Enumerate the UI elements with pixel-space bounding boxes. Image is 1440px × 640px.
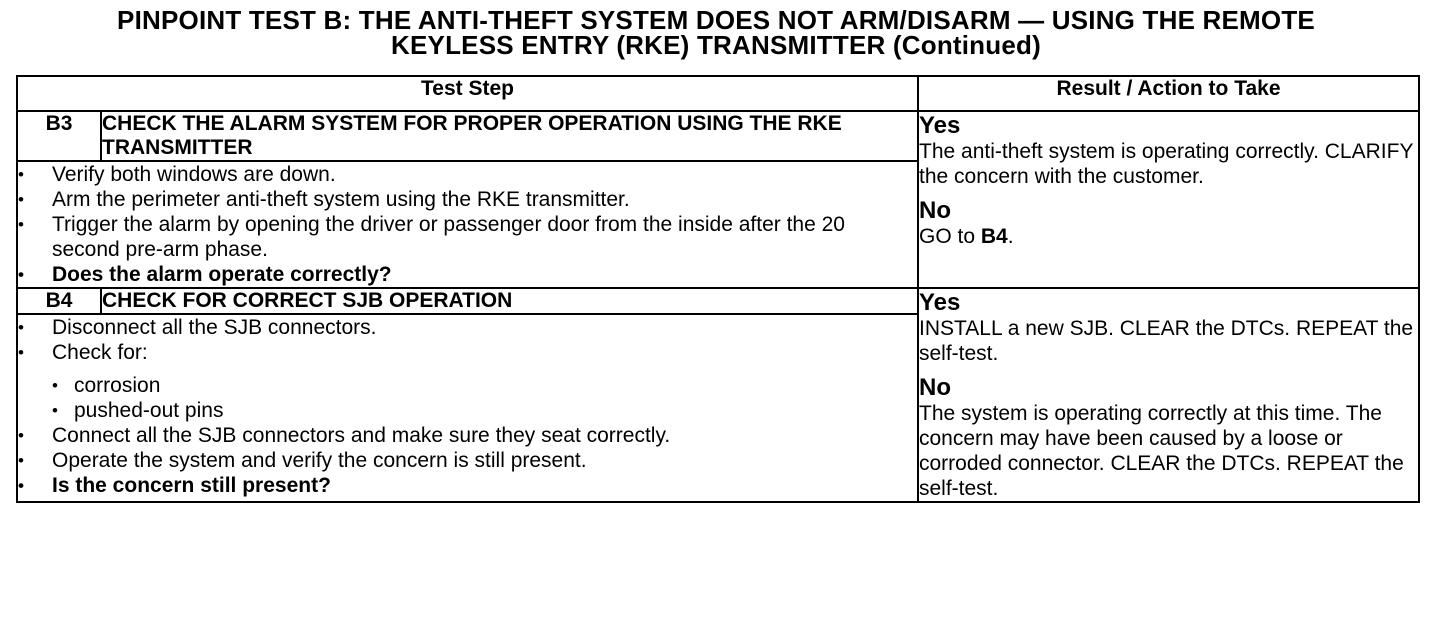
- list-item: corrosion: [52, 373, 917, 398]
- page-title-line-1: PINPOINT TEST B: THE ANTI-THEFT SYSTEM D…: [117, 5, 1315, 35]
- result-b4-no-label: No: [919, 374, 951, 401]
- list-item: Disconnect all the SJB connectors.: [18, 315, 917, 340]
- table-row: B4 CHECK FOR CORRECT SJB OPERATION Yes I…: [16, 286, 1420, 503]
- header-test-step: Test Step: [16, 75, 919, 112]
- result-b4-yes-text: INSTALL a new SJB. CLEAR the DTCs. REPEA…: [919, 317, 1414, 365]
- step-body-b4: Disconnect all the SJB connectors. Check…: [16, 313, 919, 503]
- step-title-b4: CHECK FOR CORRECT SJB OPERATION: [100, 286, 919, 316]
- table-header-row: Test Step Result / Action to Take: [16, 75, 1420, 112]
- list-item: Operate the system and verify the concer…: [18, 448, 917, 473]
- list-item: Arm the perimeter anti-theft system usin…: [18, 187, 917, 212]
- list-item: Connect all the SJB connectors and make …: [18, 423, 917, 448]
- result-b3-no-text: GO to B4.: [919, 224, 1418, 249]
- step-list-b3: Verify both windows are down. Arm the pe…: [18, 162, 917, 287]
- list-item: Verify both windows are down.: [18, 162, 917, 187]
- step-id-b4: B4: [16, 286, 102, 316]
- result-b3-no-ref: B4: [980, 225, 1008, 248]
- result-b3-no-label: No: [919, 197, 951, 224]
- result-b4: Yes INSTALL a new SJB. CLEAR the DTCs. R…: [917, 287, 1420, 503]
- step-body-b3: Verify both windows are down. Arm the pe…: [16, 160, 919, 289]
- list-item-check-for: Check for: corrosion pushed-out pins: [18, 340, 917, 423]
- result-b3-yes-label: Yes: [919, 112, 961, 139]
- page-title: PINPOINT TEST B: THE ANTI-THEFT SYSTEM D…: [0, 5, 1432, 60]
- result-b3: Yes The anti-theft system is operating c…: [917, 110, 1420, 289]
- table-row: Verify both windows are down. Arm the pe…: [16, 160, 1419, 289]
- result-b4-no-text: The system is operating correctly at thi…: [919, 402, 1404, 500]
- result-b3-no-suffix: .: [1007, 225, 1014, 248]
- result-b3-yes-text: The anti-theft system is operating corre…: [919, 140, 1414, 188]
- pinpoint-test-table: Test Step Result / Action to Take B3 CHE…: [16, 75, 1420, 503]
- list-item-question: Does the alarm operate correctly?: [18, 262, 917, 287]
- table-row: Disconnect all the SJB connectors. Check…: [16, 313, 1419, 503]
- page-title-line-2: KEYLESS ENTRY (RKE) TRANSMITTER (Continu…: [391, 30, 1041, 60]
- check-for-label: Check for:: [52, 341, 148, 365]
- check-for-sublist: corrosion pushed-out pins: [52, 373, 917, 423]
- step-list-b4: Disconnect all the SJB connectors. Check…: [18, 315, 917, 498]
- table-row: B3 CHECK THE ALARM SYSTEM FOR PROPER OPE…: [16, 110, 1420, 289]
- list-item-question: Is the concern still present?: [18, 473, 917, 498]
- step-title-b3: CHECK THE ALARM SYSTEM FOR PROPER OPERAT…: [100, 110, 919, 162]
- step-id-b3: B3: [16, 110, 102, 162]
- result-b3-no-prefix: GO to: [919, 225, 981, 248]
- result-b4-yes-label: Yes: [919, 289, 961, 316]
- list-item: Trigger the alarm by opening the driver …: [18, 212, 917, 262]
- header-result-action: Result / Action to Take: [917, 75, 1420, 112]
- list-item: pushed-out pins: [52, 398, 917, 423]
